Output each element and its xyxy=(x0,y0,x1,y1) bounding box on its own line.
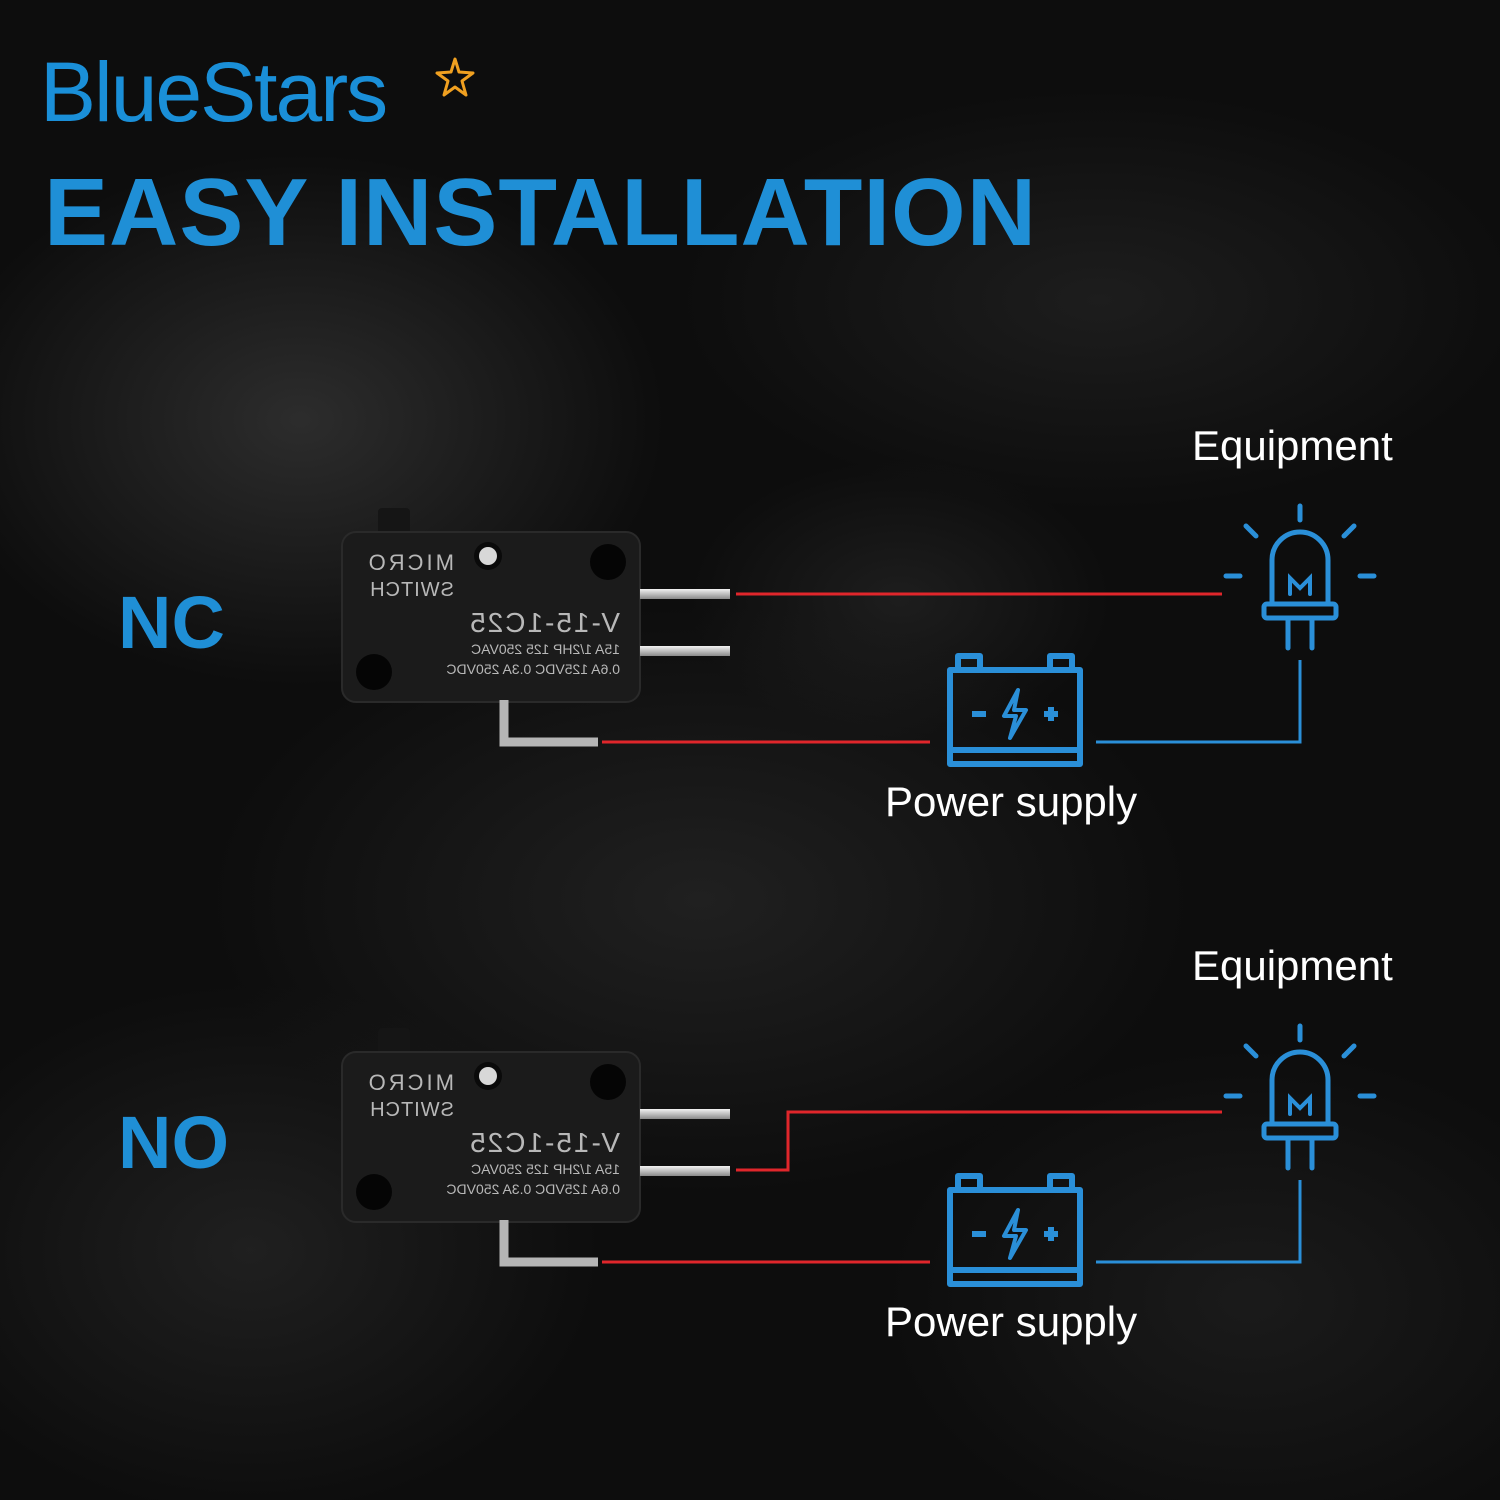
mode-label-nc: NC xyxy=(118,581,225,664)
wire-power-to-equipment xyxy=(1096,660,1302,744)
power-supply-label-no: Power supply xyxy=(885,1298,1138,1345)
wire-power-to-equipment xyxy=(1096,1180,1302,1264)
switch-spec-line1: 15A 1/2HP 125 250VAC xyxy=(471,1161,620,1177)
wire-switch-to-equipment xyxy=(736,1110,1222,1172)
led-bulb-icon xyxy=(1223,503,1377,651)
switch-text-switch: SWITCH xyxy=(369,579,454,601)
micro-switch-nc: MICRO SWITCH V-15-1C25 15A 1/2HP 125 250… xyxy=(341,508,730,747)
battery-icon xyxy=(947,653,1083,767)
led-bulb-icon xyxy=(1223,1023,1377,1171)
switch-text-micro: MICRO xyxy=(366,1070,454,1095)
star-icon xyxy=(435,57,475,97)
mode-label-no: NO xyxy=(118,1101,229,1184)
page-title: EASY INSTALLATION xyxy=(44,159,1038,266)
switch-model-text: V-15-1C25 xyxy=(468,1127,620,1158)
switch-text-micro: MICRO xyxy=(366,550,454,575)
battery-icon xyxy=(947,1173,1083,1287)
equipment-label-nc: Equipment xyxy=(1192,422,1393,469)
micro-switch-no: MICRO SWITCH V-15-1C25 15A 1/2HP 125 250… xyxy=(341,1028,730,1267)
switch-spec-line2: 0.6A 125VDC 0.3A 250VDC xyxy=(446,1181,620,1197)
switch-spec-line1: 15A 1/2HP 125 250VAC xyxy=(471,641,620,657)
brand-logo: BlueStars xyxy=(40,45,388,139)
power-supply-label-nc: Power supply xyxy=(885,778,1138,825)
nc-diagram: MICRO SWITCH V-15-1C25 15A 1/2HP 125 250… xyxy=(341,503,1377,767)
switch-text-switch: SWITCH xyxy=(369,1099,454,1121)
switch-model-text: V-15-1C25 xyxy=(468,607,620,638)
equipment-label-no: Equipment xyxy=(1192,942,1393,989)
switch-spec-line2: 0.6A 125VDC 0.3A 250VDC xyxy=(446,661,620,677)
no-diagram: MICRO SWITCH V-15-1C25 15A 1/2HP 125 250… xyxy=(341,1023,1377,1287)
